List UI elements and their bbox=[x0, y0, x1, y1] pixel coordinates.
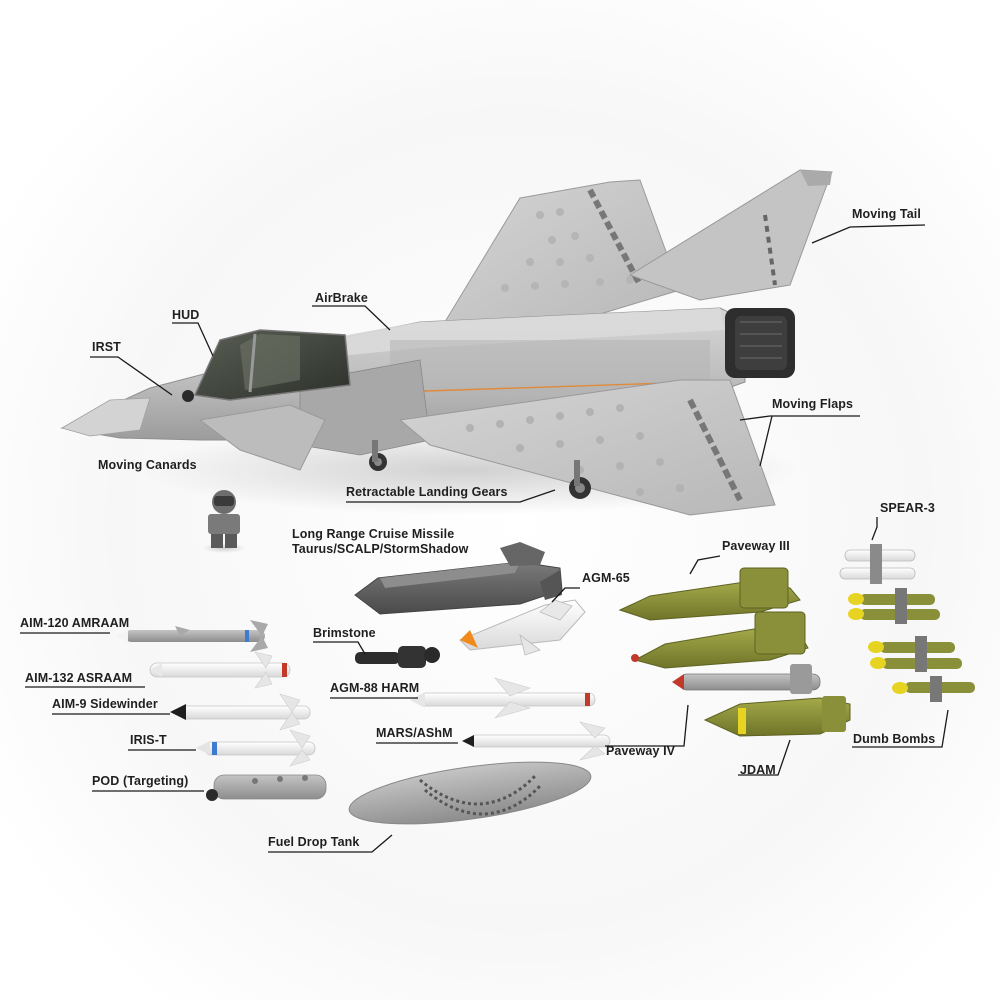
label-moving-flaps: Moving Flaps bbox=[772, 397, 854, 411]
pilot-minifigure bbox=[202, 490, 246, 553]
aim120-missile bbox=[115, 620, 268, 652]
brimstone-missile bbox=[355, 646, 440, 668]
paveway4-bomb bbox=[672, 664, 821, 694]
leader-lines bbox=[20, 224, 949, 853]
label-irst: IRST bbox=[92, 340, 121, 354]
targeting-pod bbox=[206, 774, 327, 801]
label-spear3: SPEAR-3 bbox=[880, 501, 935, 515]
lower-wing bbox=[398, 379, 776, 516]
jdam-bomb bbox=[703, 696, 851, 737]
label-jdam: JDAM bbox=[740, 763, 776, 777]
aim132-missile bbox=[149, 651, 291, 689]
fuel-drop-tank bbox=[348, 761, 592, 825]
label-moving-tail: Moving Tail bbox=[852, 207, 921, 221]
label-fuel-tank: Fuel Drop Tank bbox=[268, 835, 360, 849]
canard bbox=[198, 404, 326, 471]
fighter-jet-model bbox=[60, 169, 833, 516]
agm65-missile bbox=[459, 599, 586, 656]
label-pod: POD (Targeting) bbox=[92, 774, 189, 788]
fuselage bbox=[60, 307, 795, 456]
label-iris-t: IRIS-T bbox=[130, 733, 167, 747]
cruise-missile bbox=[354, 542, 563, 615]
label-aim132: AIM-132 ASRAAM bbox=[25, 671, 133, 685]
canopy bbox=[182, 329, 351, 402]
aim9-missile bbox=[170, 693, 311, 731]
label-agm65: AGM-65 bbox=[582, 571, 630, 585]
label-paveway4: Paveway IV bbox=[606, 744, 676, 758]
label-hud: HUD bbox=[172, 308, 200, 322]
label-mars: MARS/AShM bbox=[376, 726, 453, 740]
label-agm88: AGM-88 HARM bbox=[330, 681, 420, 695]
spear3-missiles bbox=[839, 544, 916, 584]
label-brimstone: Brimstone bbox=[313, 626, 376, 640]
label-cruise-missile-line2: Taurus/SCALP/StormShadow bbox=[292, 542, 469, 556]
label-landing-gears: Retractable Landing Gears bbox=[346, 485, 508, 499]
landing-gear bbox=[369, 440, 591, 499]
vertical-tail bbox=[628, 169, 833, 301]
label-airbrake: AirBrake bbox=[315, 291, 368, 305]
dumb-bombs bbox=[848, 588, 975, 702]
label-aim9: AIM-9 Sidewinder bbox=[52, 697, 158, 711]
label-paveway3: Paveway III bbox=[722, 539, 790, 553]
upper-wing bbox=[439, 179, 681, 331]
mars-ashm-missile bbox=[462, 721, 611, 761]
engine-nozzle bbox=[725, 308, 795, 378]
label-aim120: AIM-120 AMRAAM bbox=[20, 616, 130, 630]
agm88-missile bbox=[410, 677, 596, 719]
label-cruise-missile-line1: Long Range Cruise Missile bbox=[292, 527, 455, 541]
paveway3-bombs bbox=[618, 567, 809, 669]
iris-t-missile bbox=[196, 729, 316, 767]
label-moving-canards: Moving Canards bbox=[98, 458, 197, 472]
label-dumb-bombs: Dumb Bombs bbox=[853, 732, 936, 746]
